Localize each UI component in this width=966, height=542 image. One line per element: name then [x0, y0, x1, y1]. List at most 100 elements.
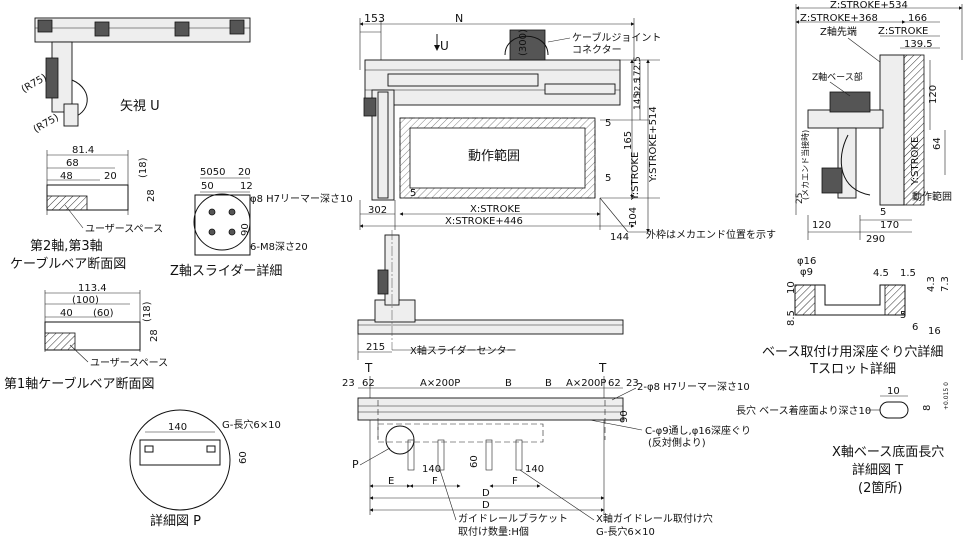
- dim-f-2: F: [512, 476, 518, 487]
- section-23-title-1: 第2軸,第3軸: [30, 239, 103, 254]
- dim-120-r: 120: [928, 85, 939, 104]
- dim-302: 302: [368, 205, 387, 216]
- base-tslot-title-2: Tスロット詳細: [809, 361, 896, 377]
- r75-label-a: (R75): [20, 72, 49, 95]
- reamer-note: 2-φ8 H7リーマー深さ10: [637, 381, 750, 393]
- dim-z-stroke-368: Z:STROKE+368: [800, 13, 878, 24]
- dim-139-5: 139.5: [904, 39, 933, 50]
- dim-5-side: 5: [880, 207, 886, 218]
- dim-23-b: 23: [626, 378, 639, 389]
- dim-100: (100): [72, 295, 99, 306]
- front-view: 215 X軸スライダーセンター: [357, 230, 624, 360]
- dim-50-zs: 50: [201, 181, 214, 192]
- view-u-title: 矢視 U: [120, 99, 160, 114]
- x-base-slot-detail: 10 8 +0.015 0 長穴 ベース着座面より深さ10 X軸ベース底面長穴 …: [736, 382, 950, 496]
- dim-4-3: 4.3: [926, 276, 937, 292]
- dim-120-b: 120: [812, 220, 831, 231]
- dim-170: 170: [880, 220, 899, 231]
- dim-20-zs: 20: [238, 167, 251, 178]
- z-tip-label: Z軸先端: [820, 25, 857, 38]
- dim-b-1: B: [505, 378, 512, 389]
- base-view: T T 23 62 A×200P B B A×200P 62 23 2-φ8 H…: [342, 361, 751, 538]
- section-23-title-2: ケーブルベア断面図: [10, 256, 126, 272]
- range-label: 動作範囲: [468, 149, 520, 164]
- dim-300: (300): [518, 29, 529, 56]
- dim-18-sec1: (18): [142, 301, 153, 322]
- dim-f-1: F: [432, 476, 438, 487]
- counterbore-note-1: C-φ9通し,φ16深座ぐり: [645, 424, 751, 437]
- t-mark-right: T: [598, 361, 607, 375]
- side-view: Z:STROKE+534 Z:STROKE+368 166 Z:STROKE Z…: [795, 0, 963, 245]
- dim-60-sec: (60): [93, 308, 114, 319]
- dim-5-c: 5: [605, 173, 611, 184]
- dim-e: E: [388, 476, 394, 487]
- dim-7-3: 7.3: [940, 276, 951, 292]
- dim-a200p-2: A×200P: [566, 378, 606, 389]
- dim-62-a: 62: [362, 378, 375, 389]
- dim-81-4: 81.4: [72, 145, 94, 156]
- dim-y-stroke-514: Y:STROKE+514: [648, 106, 659, 183]
- dim-60-base: 60: [469, 455, 480, 468]
- dim-172-5: 172.5: [633, 56, 643, 82]
- mecha-end-label: (メカエンド当接時): [800, 130, 810, 200]
- dim-8-slot: 8: [922, 405, 933, 411]
- cable-section-23: 81.4 68 48 20 (18) 28 ユーザースペース 第2軸,第3軸 ケ…: [10, 145, 163, 272]
- dim-153: 153: [364, 12, 385, 25]
- dim-144: 144: [610, 232, 629, 243]
- dim-104: 104: [628, 207, 639, 226]
- dim-8-5: 8.5: [786, 310, 797, 326]
- section-1-title: 第1軸ケーブルベア断面図: [4, 376, 155, 392]
- dim-60-p: 60: [238, 451, 249, 464]
- guide-bracket-label-2: 取付け数量:H個: [458, 525, 529, 538]
- range-label-side: 動作範囲: [912, 190, 952, 203]
- x-guide-label-2: G-長穴6×10: [596, 525, 655, 538]
- dim-d-1: D: [482, 488, 490, 499]
- dim-10-slot: 10: [887, 386, 900, 397]
- dim-62-b: 62: [608, 378, 621, 389]
- dim-20-sec: 20: [104, 171, 117, 182]
- dim-40: 40: [60, 308, 73, 319]
- reamer-note-zs: φ8 H7リーマー深さ10: [250, 193, 353, 205]
- dim-16-bt: 16: [928, 326, 941, 337]
- user-space-label-1: ユーザースペース: [85, 223, 163, 235]
- dim-290: 290: [866, 234, 885, 245]
- x-base-slot-title-2: 詳細図 T: [852, 462, 903, 478]
- dim-215: 215: [366, 342, 385, 353]
- dim-90-base: 90: [619, 410, 630, 423]
- x-slider-center-label: X軸スライダーセンター: [410, 344, 516, 357]
- u-arrow-label: U: [440, 39, 449, 53]
- z-slider-title: Z軸スライダー詳細: [170, 263, 282, 279]
- base-tslot-title-1: ベース取付け用深座ぐり穴詳細: [762, 344, 943, 360]
- dim-68: 68: [66, 158, 79, 169]
- dim-64: 64: [932, 137, 943, 150]
- dim-48: 48: [60, 171, 73, 182]
- dim-23-a: 23: [342, 378, 355, 389]
- dim-x-stroke-446: X:STROKE+446: [445, 216, 523, 227]
- view-u: (R75) (R75) 矢視 U: [20, 17, 251, 136]
- dim-145: 145: [633, 93, 643, 110]
- dim-28-sec: 28: [146, 189, 157, 202]
- dim-a200p: A×200P: [420, 378, 460, 389]
- dim-z-stroke: Z:STROKE: [878, 26, 928, 37]
- slot-note-p: G-長穴6×10: [222, 418, 281, 431]
- dim-b-2: B: [545, 378, 552, 389]
- r75-label-b: (R75): [32, 112, 61, 135]
- dim-5-bt: 5: [900, 310, 906, 321]
- m8-note: 6-M8深さ20: [250, 241, 308, 253]
- slot-tolerance: +0.015 0: [943, 382, 950, 410]
- detail-p-title: 詳細図 P: [150, 513, 201, 529]
- dim-12-zs: 12: [240, 181, 253, 192]
- dim-d-2: D: [482, 500, 490, 511]
- dim-6-bt: 6: [912, 322, 918, 333]
- dim-113-4: 113.4: [78, 283, 107, 294]
- dim-92-5: 92.5: [633, 78, 642, 96]
- base-tslot-detail: φ16 φ9 10 4.5 1.5 4.3 7.3 8.5 5 6 16 ベース…: [762, 256, 951, 377]
- x-guide-label-1: X軸ガイドレール取付け穴: [596, 512, 713, 525]
- counterbore-note-2: (反対側より): [648, 436, 706, 449]
- detail-p: 140 G-長穴6×10 60 詳細図 P: [129, 409, 281, 529]
- dim-4-5: 4.5: [873, 268, 889, 279]
- dim-5-b: 5: [605, 118, 611, 129]
- slot-depth-note: 長穴 ベース着座面より深さ10: [736, 404, 871, 417]
- cable-section-1: 113.4 (100) 40 (60) (18) 28 ユーザースペース 第1軸…: [4, 283, 168, 392]
- dim-25: 25: [795, 193, 805, 204]
